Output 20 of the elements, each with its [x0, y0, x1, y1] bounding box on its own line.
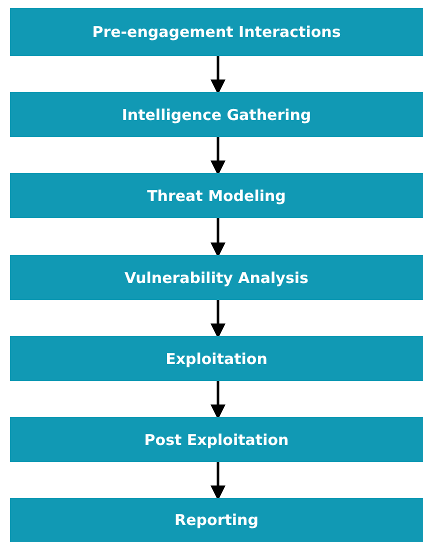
process-box [10, 173, 423, 218]
arrow [210, 56, 226, 94]
process-box [10, 92, 423, 137]
step-label: Exploitation [166, 350, 268, 368]
process-box [10, 417, 423, 462]
process-box [10, 8, 423, 56]
step-label: Vulnerability Analysis [124, 268, 308, 286]
process-box [10, 498, 423, 542]
step-label: Post Exploitation [144, 430, 289, 448]
process-box [10, 336, 423, 381]
step-label: Reporting [174, 511, 258, 529]
arrow [210, 300, 226, 338]
process-box [10, 255, 423, 300]
arrow [210, 137, 226, 176]
step-label: Intelligence Gathering [122, 106, 312, 124]
arrow [210, 218, 226, 258]
step-label: Threat Modeling [147, 186, 286, 204]
step-label: Pre-engagement Interactions [92, 23, 341, 41]
arrow [210, 462, 226, 500]
arrow [210, 381, 226, 420]
